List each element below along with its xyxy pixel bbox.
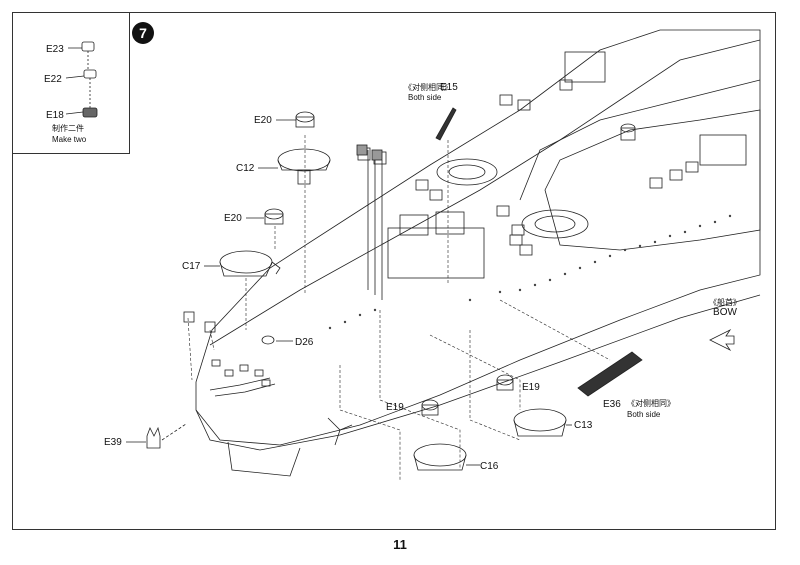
label-c17: C17 (182, 261, 201, 272)
part-c17 (219, 250, 273, 274)
label-e22: E22 (44, 74, 62, 85)
label-e19-right: E19 (522, 382, 540, 393)
keel-fin (227, 441, 301, 477)
part-c13 (513, 408, 567, 432)
label-d26: D26 (295, 337, 314, 348)
bow-arrow-icon (709, 328, 735, 352)
portholes (328, 214, 732, 330)
hull-side (195, 294, 761, 451)
inset-note-cn: 制作二件 (52, 124, 84, 133)
inset-part-e18 (82, 107, 98, 118)
bridge-block (387, 227, 485, 279)
label-e15: E15 (440, 82, 458, 93)
part-c12 (277, 148, 331, 172)
label-e15-note-en: Both side (408, 93, 442, 102)
label-c16: C16 (480, 461, 499, 472)
label-c13: C13 (574, 420, 593, 431)
part-c16 (413, 443, 467, 467)
bow-label-en: BOW (713, 307, 737, 318)
part-e15-plate (435, 107, 457, 141)
label-e19-left: E19 (386, 402, 404, 413)
label-e23: E23 (46, 44, 64, 55)
deck-walkway (544, 109, 761, 251)
deck-edge-line (209, 39, 761, 346)
turret-ring-a (436, 158, 498, 186)
label-c12: C12 (236, 163, 255, 174)
label-e39: E39 (104, 437, 122, 448)
aa-mounts (415, 79, 699, 256)
label-e20-top: E20 (254, 115, 272, 126)
part-e39 (146, 426, 161, 449)
label-e36: E36 (603, 399, 621, 410)
bow-label-cn: 《船首》 (709, 298, 741, 307)
part-d26 (261, 335, 275, 345)
page-number: 11 (393, 537, 407, 552)
page-frame (12, 12, 776, 530)
hull-deck-outline (195, 29, 761, 446)
inset-part-e22 (83, 69, 97, 79)
step-number-badge: 7 (132, 22, 154, 44)
label-e36-note-cn: 《对侧相同》 (627, 399, 675, 408)
label-e15-note-cn: 《对侧相同》 (404, 83, 452, 92)
bow-indicator: 《船首》 BOW (700, 298, 750, 318)
label-e20-mid: E20 (224, 213, 242, 224)
turret-ring-b (521, 209, 589, 239)
label-e18: E18 (46, 110, 64, 121)
label-e36-note-en: Both side (627, 410, 661, 419)
part-e36-railing (577, 351, 643, 397)
superstructure-outline (519, 79, 761, 201)
inset-note-en: Make two (52, 135, 87, 144)
bow-fittings (209, 359, 276, 397)
inset-part-e23 (81, 41, 95, 52)
propeller (327, 417, 353, 446)
subassembly-inset (12, 12, 130, 154)
